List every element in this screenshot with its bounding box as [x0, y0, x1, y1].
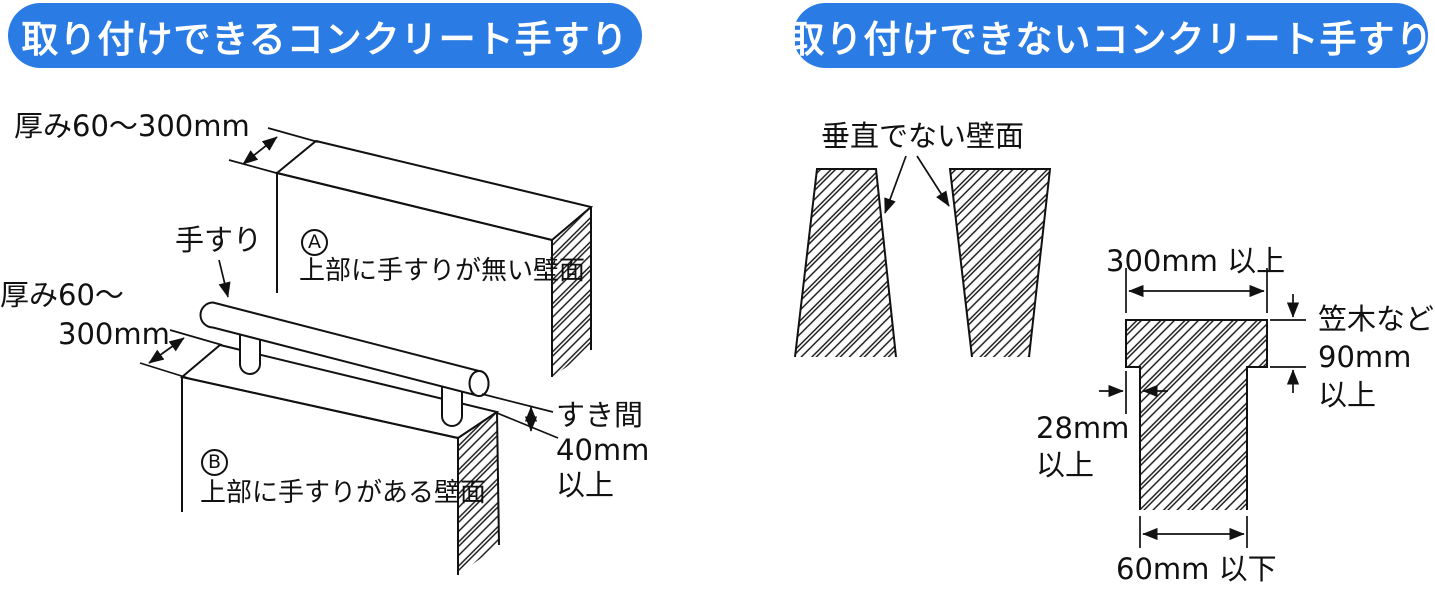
label-overhang-line2: 以上	[1036, 448, 1095, 482]
non-vertical-walls	[794, 155, 1052, 358]
tapered-wall-left-edges	[794, 168, 897, 358]
tapered-wall-right-edges	[948, 168, 1052, 358]
wall-b-drawing	[179, 343, 500, 575]
wall-b-thickness-dimension	[139, 329, 223, 379]
dimension-300mm	[1125, 268, 1268, 313]
dimension-60mm	[1139, 516, 1248, 548]
label-gap-line2: 40mm	[556, 433, 650, 467]
label-wall-a-caption: 上部に手すりが無い壁面	[299, 256, 586, 286]
label-coping-line1: 笠木など	[1318, 302, 1435, 336]
coping-cross-section	[1125, 319, 1268, 510]
mark-a-circle: A	[301, 229, 328, 256]
label-non-vertical: 垂直でない壁面	[821, 119, 1025, 153]
wall-a-section-hatch	[552, 207, 591, 377]
wall-b-section-edges	[457, 411, 500, 575]
handrail-bar	[199, 301, 490, 398]
wall-a-section-edges	[551, 207, 592, 377]
wall-a-top-face	[274, 139, 594, 242]
label-handrail: 手すり	[175, 223, 263, 257]
header-installable: 取り付けできるコンクリート手すり	[8, 3, 642, 68]
label-thickness-b-line2: 300mm	[58, 317, 170, 351]
coping-hatch	[1126, 320, 1267, 510]
label-coping-line2: 90mm	[1318, 340, 1412, 374]
header-not-installable: 取り付けできないコンクリート手すり	[788, 3, 1433, 68]
label-width-bottom: 60mm 以下	[1116, 552, 1277, 586]
mark-b-circle: B	[201, 449, 228, 476]
label-gap-line3: 以上	[556, 468, 615, 502]
handrail-label-arrow	[218, 259, 231, 298]
coping-outline	[1125, 319, 1268, 510]
non-vertical-arrow-left	[884, 155, 907, 214]
label-overhang: 28mm 以上	[1036, 410, 1129, 484]
wall-b-section-hatch	[458, 412, 499, 575]
label-width-top: 300mm 以上	[1106, 244, 1286, 278]
label-thickness-top: 厚み60〜300mm	[14, 109, 250, 143]
non-vertical-arrow-right	[916, 155, 950, 207]
dimension-90mm	[1270, 294, 1306, 393]
tapered-wall-left-hatch	[795, 169, 896, 357]
gap-dimension	[481, 393, 559, 439]
label-coping: 笠木など 90mm 以上	[1318, 300, 1434, 414]
label-gap: すき間 40mm 以上	[556, 398, 649, 503]
label-thickness-b-line1: 厚み60〜	[0, 278, 124, 312]
label-gap-line1: すき間	[556, 398, 644, 432]
wall-a-drawing	[274, 139, 594, 377]
dimension-28mm	[1099, 371, 1168, 414]
handrail-bar-end-cap	[468, 370, 490, 397]
wall-a-thickness-dimension	[228, 127, 319, 175]
label-overhang-line1: 28mm	[1036, 411, 1130, 445]
tapered-wall-right-hatch	[950, 169, 1050, 357]
handrail-post-right	[441, 380, 463, 427]
label-wall-b-caption: 上部に手すりがある壁面	[200, 478, 487, 508]
label-coping-line3: 以上	[1318, 378, 1377, 412]
